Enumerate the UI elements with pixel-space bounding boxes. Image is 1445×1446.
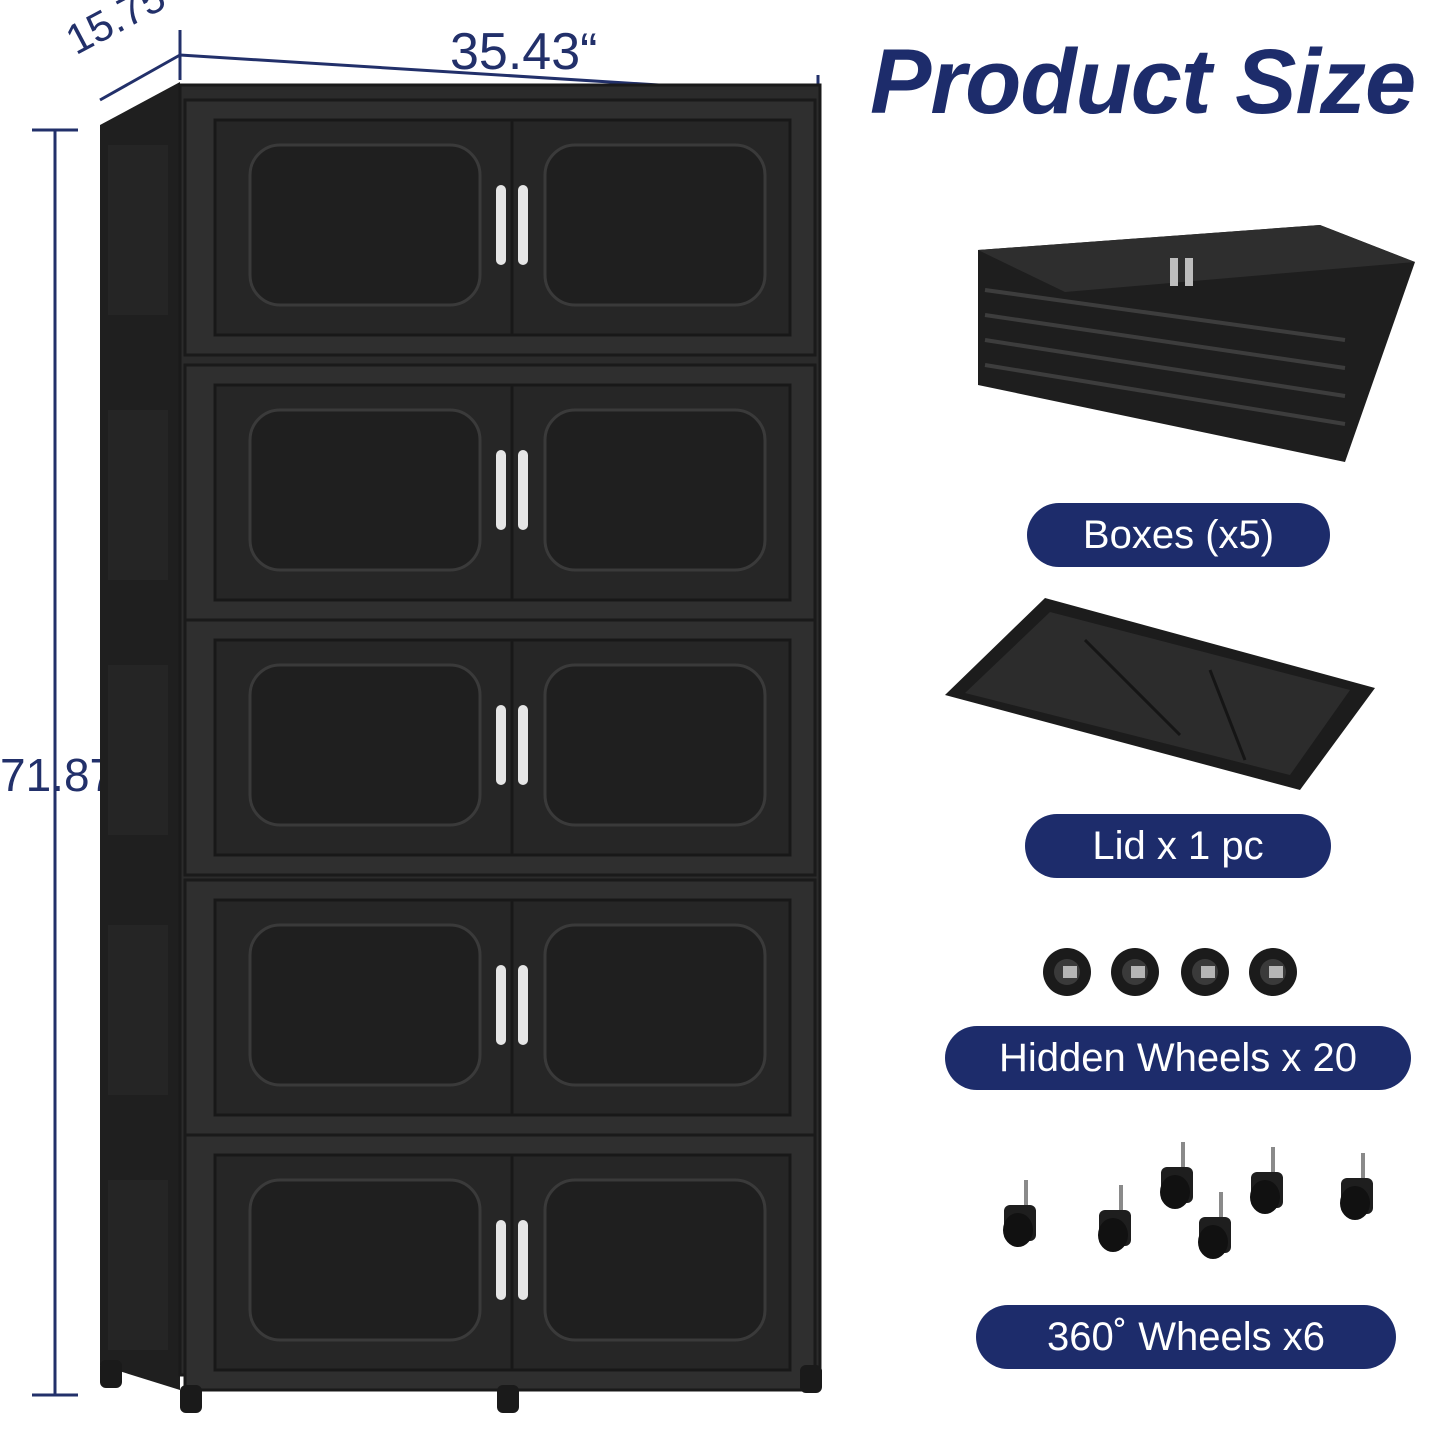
page-title: Product Size: [870, 31, 1416, 133]
cabinet-unit: [108, 363, 817, 622]
hidden-wheels-count-badge: Hidden Wheels x 20: [945, 1026, 1411, 1090]
caster-wheels-count-badge: 360˚ Wheels x6: [976, 1305, 1396, 1369]
lid-count-badge: Lid x 1 pc: [1025, 814, 1331, 878]
cabinet-unit: [108, 878, 817, 1137]
cabinet-unit: [108, 1133, 817, 1392]
storage-cabinet: [100, 82, 822, 1413]
cabinet-unit: [108, 618, 817, 877]
folded-boxes-icon: [978, 225, 1415, 462]
lid-panel-icon: [945, 598, 1375, 790]
cabinet-unit: [108, 98, 817, 357]
hidden-wheel-icon: [1043, 948, 1297, 996]
caster-wheel-icon: [1003, 1142, 1373, 1259]
boxes-count-badge: Boxes (x5): [1027, 503, 1330, 567]
width-dimension-label: 35.43“: [450, 23, 598, 81]
